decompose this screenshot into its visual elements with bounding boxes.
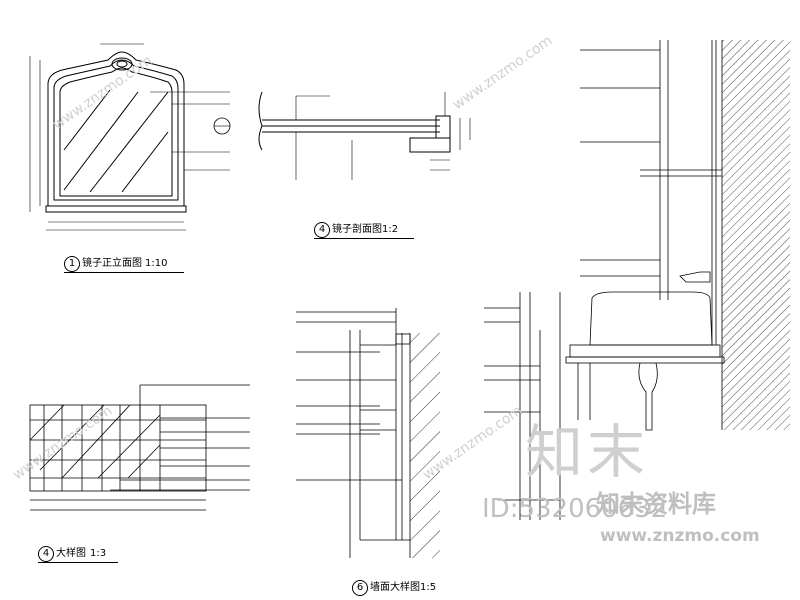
vanity-section-drawing	[484, 40, 790, 520]
title-number-wall-detail: 6	[352, 580, 368, 596]
scale-mirror-elevation: 1:10	[145, 258, 168, 269]
title-wall-detail: 墙面大样图	[370, 582, 420, 593]
title-number-detail: 4	[38, 546, 54, 562]
scale-detail: 1:3	[90, 548, 107, 559]
title-underline	[64, 272, 184, 273]
title-underline	[38, 562, 118, 563]
title-number-mirror-section: 4	[314, 222, 330, 238]
title-underline	[314, 238, 414, 239]
title-mirror-elevation: 镜子正立面图	[82, 258, 142, 269]
scale-mirror-section: 1:2	[382, 224, 399, 235]
title-number-mirror-elevation: 1	[64, 256, 80, 272]
title-detail: 大样图	[56, 548, 86, 559]
wall-detail-drawing	[296, 308, 440, 558]
mirror-elevation-drawing	[29, 43, 231, 231]
detail-drawing	[29, 384, 250, 511]
title-mirror-section: 镜子剖面图	[332, 224, 382, 235]
scale-wall-detail: 1:5	[420, 582, 437, 593]
mirror-section-drawing	[258, 91, 471, 180]
